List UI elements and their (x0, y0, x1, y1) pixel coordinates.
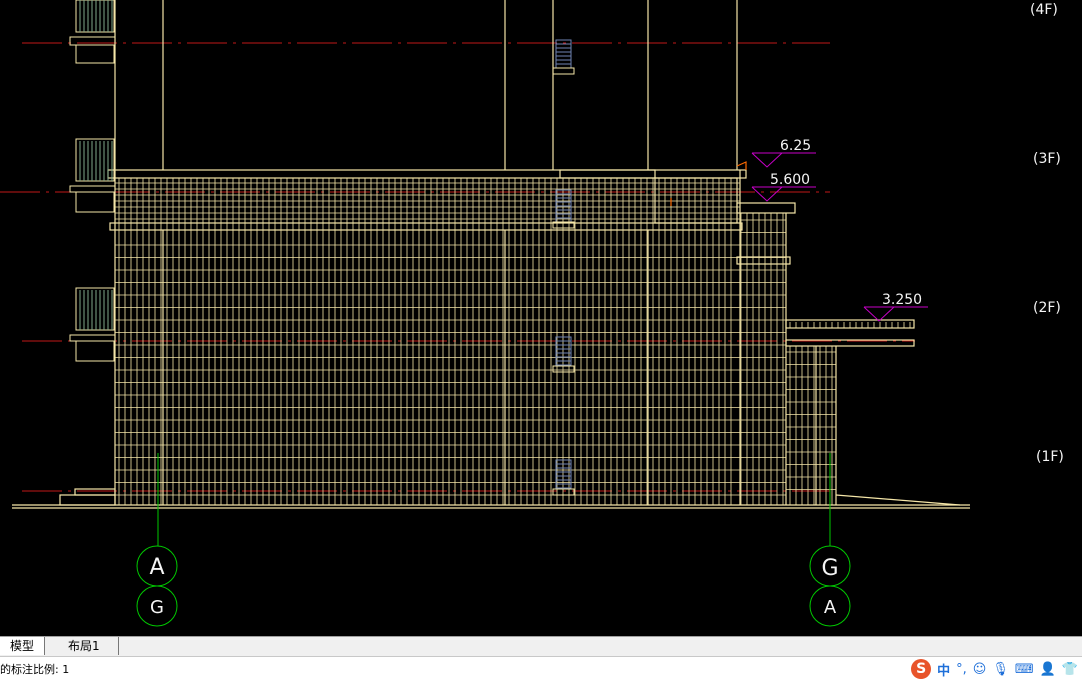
axis-label: G (821, 556, 838, 581)
floor-label: (2F) (1033, 300, 1061, 316)
axis-label: G (150, 597, 164, 618)
elevation-label: 6.25 (780, 138, 811, 154)
elevation-markers (751, 152, 928, 322)
orange-marks (670, 161, 747, 206)
keyboard-icon[interactable]: ⌨ (1014, 661, 1034, 677)
balcony-rails (79, 0, 113, 330)
elevation-label: 5.600 (770, 172, 810, 188)
punctuation-toggle[interactable]: °, (956, 661, 967, 677)
shirt-icon[interactable]: 👕 (1061, 661, 1078, 677)
elevation-label: 3.250 (882, 292, 922, 308)
axis-bubble (136, 585, 178, 627)
ime-tray: S 中 °, ☺ 🎙 ⌨ 👤 👕 (911, 658, 1082, 680)
sogou-logo-icon[interactable]: S (911, 659, 932, 679)
tab-divider (118, 637, 119, 655)
building-outline (12, 0, 970, 509)
floor-label: (1F) (1036, 449, 1064, 465)
ime-mode-toggle[interactable]: 中 (937, 663, 951, 679)
axis-label: A (149, 555, 164, 580)
axis-bubble (809, 585, 851, 627)
command-output: 的标注比例: 1 (0, 663, 70, 676)
facade-mesh (115, 178, 911, 505)
floor-label: (4F) (1030, 2, 1058, 18)
balconies (69, 0, 116, 362)
windows (555, 39, 572, 490)
window-sills (552, 67, 575, 496)
elevation-drawing: 6.25 5.600 3.250 (4F) (3F) (2F) (1F) A G… (0, 0, 1064, 627)
tab-layout1[interactable]: 布局1 (68, 639, 100, 653)
emoji-icon[interactable]: ☺ (972, 661, 987, 677)
axis-lines (136, 453, 851, 627)
layout-tabbar: 模型 布局1 (0, 636, 1082, 656)
microphone-icon[interactable]: 🎙 (992, 661, 1009, 677)
user-icon[interactable]: 👤 (1039, 661, 1056, 677)
cad-model-space[interactable]: 6.25 5.600 3.250 (4F) (3F) (2F) (1F) A G… (0, 0, 1082, 636)
floor-label: (3F) (1033, 151, 1061, 167)
axis-label: A (824, 597, 837, 618)
tab-model[interactable]: 模型 (0, 637, 46, 655)
command-line[interactable]: 的标注比例: 1 (0, 656, 1082, 681)
